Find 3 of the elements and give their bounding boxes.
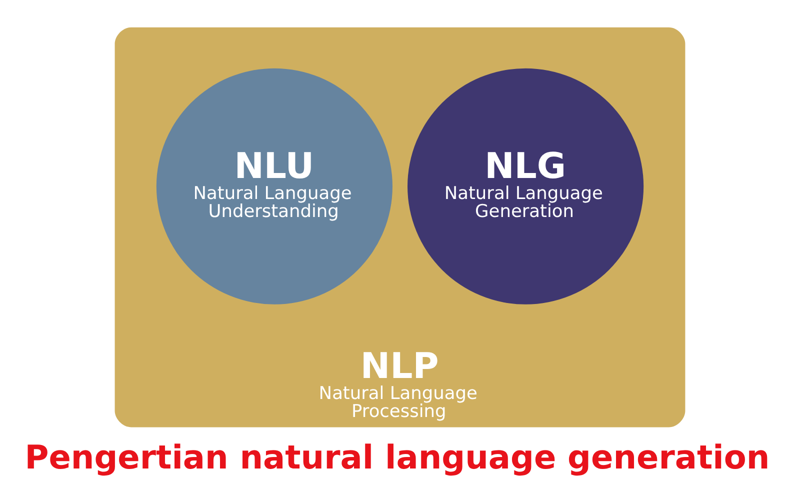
node-circle: NLG Natural Language Generation [408, 68, 644, 304]
node-circle: NLU Natural Language Understanding [156, 68, 392, 304]
caption: Pengertian natural language generation [24, 438, 770, 476]
